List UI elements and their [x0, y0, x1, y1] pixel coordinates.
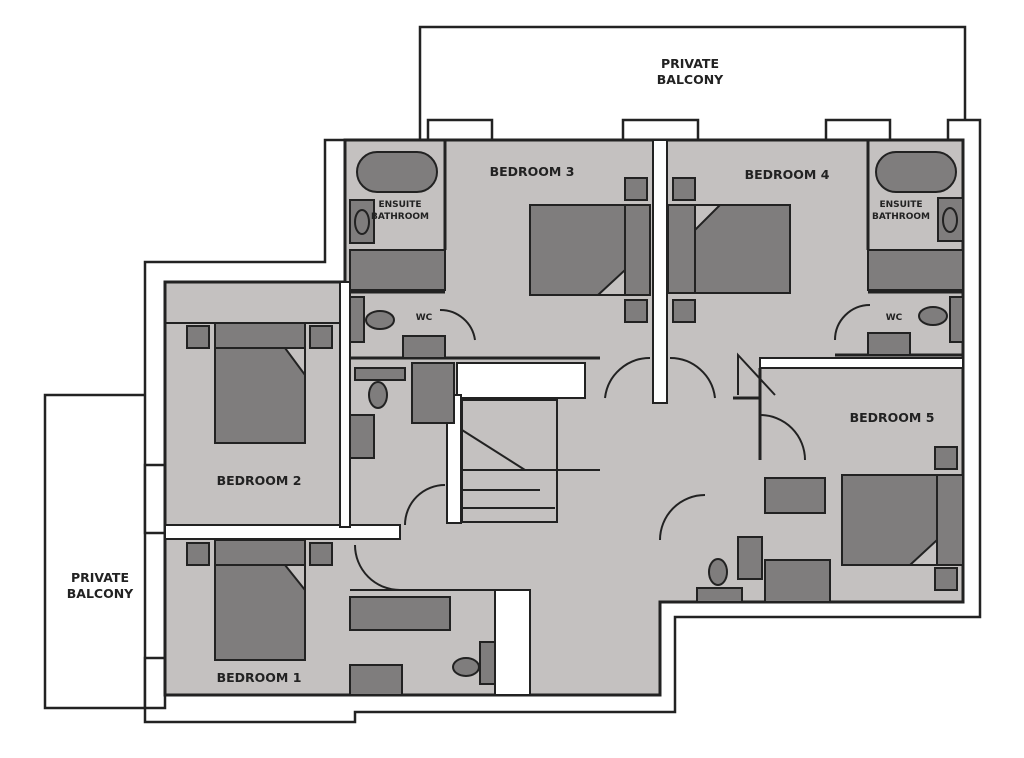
bed [214, 539, 306, 661]
bedside-tables [186, 177, 958, 591]
ensuite-4-label-1: ENSUITE [879, 200, 922, 210]
left-balcony [43, 393, 149, 710]
wc-3-label: WC [416, 313, 433, 323]
door-swings [354, 304, 871, 591]
bed [214, 322, 306, 444]
bed [529, 204, 651, 296]
bed [841, 474, 964, 566]
bedroom-2-label: BEDROOM 2 [217, 473, 302, 488]
window [143, 463, 167, 535]
bathroom-fixtures [349, 151, 964, 696]
ensuite-4-label-2: BATHROOM [872, 212, 930, 222]
bedroom-1-label: BEDROOM 1 [217, 670, 302, 685]
wc-4-label: WC [886, 313, 903, 323]
bed [667, 204, 791, 294]
bedroom-4-label: BEDROOM 4 [745, 167, 830, 182]
bedroom-5-label: BEDROOM 5 [850, 410, 935, 425]
top-balcony-label-2: BALCONY [657, 72, 724, 87]
staircase [461, 399, 600, 523]
left-balcony-label-1: PRIVATE [71, 570, 129, 585]
ensuite-3-label-1: ENSUITE [378, 200, 421, 210]
top-balcony-label-1: PRIVATE [661, 56, 719, 71]
window [143, 656, 167, 710]
bedroom-3-label: BEDROOM 3 [490, 164, 575, 179]
left-balcony-label-2: BALCONY [67, 586, 134, 601]
ensuite-3-label-2: BATHROOM [371, 212, 429, 222]
